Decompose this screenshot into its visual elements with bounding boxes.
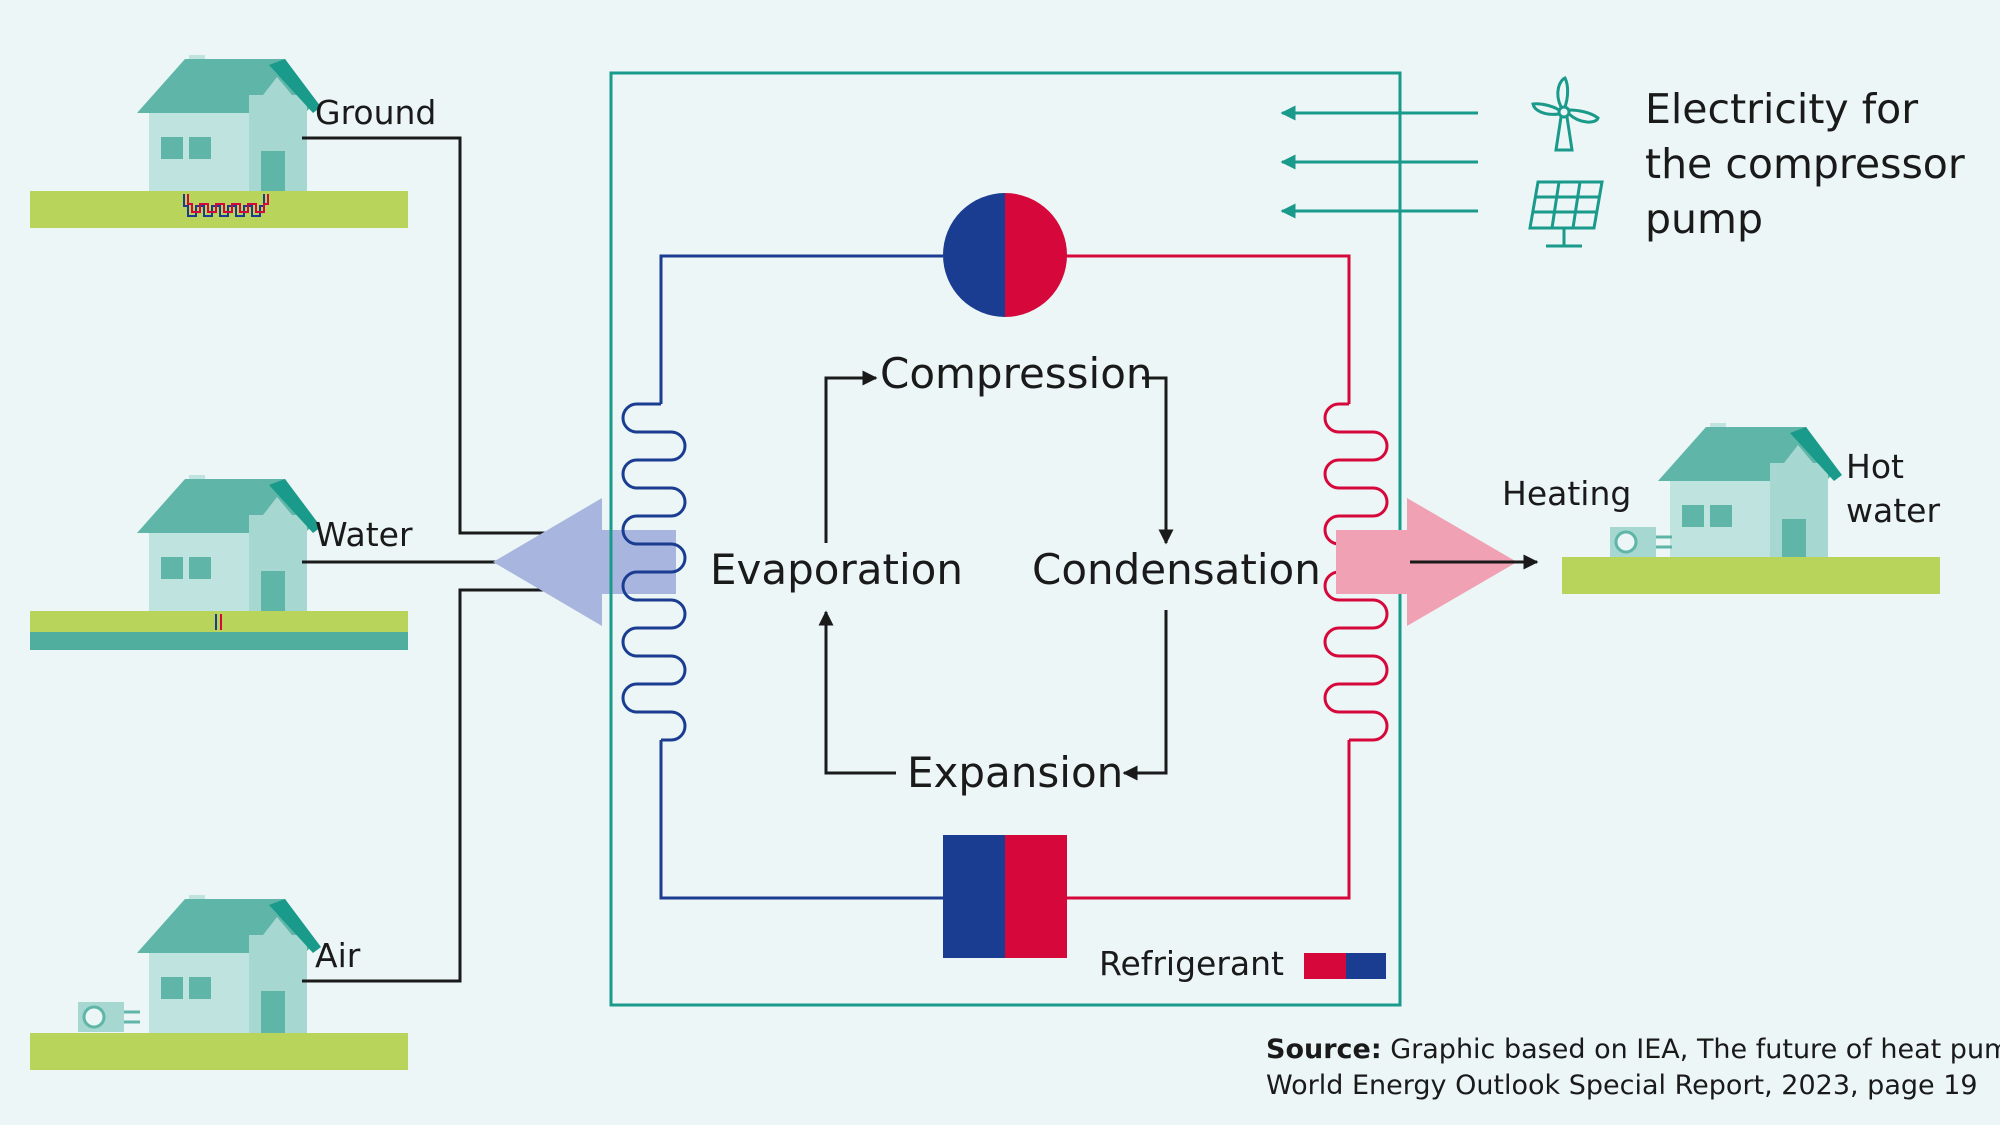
- outdoor-unit-icon: [1608, 525, 1674, 559]
- refrigerant-cold-circuit: [621, 254, 943, 900]
- water-strip: [30, 632, 408, 650]
- ground-loop-blue: [183, 194, 265, 217]
- ground-loop-red: [187, 194, 269, 213]
- ground-strip: [1562, 557, 1940, 594]
- label-evaporation: Evaporation: [710, 545, 963, 594]
- source-note-text-1: Graphic based on IEA, The future of heat…: [1382, 1034, 2000, 1065]
- label-compression: Compression: [880, 349, 1153, 398]
- source-air: Air: [30, 895, 408, 1070]
- output-house: Heating Hot water: [1502, 423, 1940, 594]
- house-icon: [1658, 423, 1842, 571]
- source-note-bold: Source:: [1266, 1034, 1382, 1065]
- house-icon: [137, 475, 321, 623]
- source-note-line-1: Source: Graphic based on IEA, The future…: [1266, 1034, 2000, 1065]
- ground-strip: [30, 611, 408, 632]
- electricity-line-1: Electricity for: [1645, 85, 1918, 133]
- label-refrigerant: Refrigerant: [1099, 944, 1284, 983]
- label-expansion: Expansion: [907, 748, 1123, 797]
- expansion-valve-icon: [943, 835, 1067, 958]
- source-note-line-2: World Energy Outlook Special Report, 202…: [1266, 1070, 1978, 1101]
- electricity-label: Electricity for the compressor pump: [1645, 85, 1965, 243]
- source-note: Source: Graphic based on IEA, The future…: [1266, 1034, 2000, 1101]
- source-water: Water: [30, 475, 413, 650]
- label-ground: Ground: [315, 93, 436, 132]
- legend-swatch-blue: [1346, 953, 1386, 979]
- cold-input-arrow: [493, 498, 676, 626]
- label-condensation: Condensation: [1032, 545, 1321, 594]
- cycle-arrows: [818, 370, 1174, 781]
- compressor-icon: [943, 193, 1067, 317]
- label-air: Air: [315, 936, 361, 975]
- outdoor-unit-icon: [76, 1000, 142, 1034]
- solar-panel-icon: [1528, 180, 1604, 248]
- house-icon: [137, 55, 321, 203]
- label-hot-water-2: water: [1846, 491, 1940, 530]
- wind-turbine-icon: [1531, 76, 1600, 152]
- label-water: Water: [315, 515, 413, 554]
- ground-strip: [30, 1033, 408, 1070]
- electricity-line-2: the compressor: [1645, 140, 1965, 188]
- source-ground: Ground: [30, 55, 436, 228]
- electricity-arrows: [1280, 105, 1478, 219]
- house-icon: [137, 895, 321, 1043]
- refrigerant-legend: Refrigerant: [1099, 944, 1386, 983]
- legend-swatch-red: [1304, 953, 1346, 979]
- label-heating: Heating: [1502, 474, 1631, 513]
- label-hot-water-1: Hot: [1846, 447, 1904, 486]
- electricity-line-3: pump: [1645, 195, 1763, 243]
